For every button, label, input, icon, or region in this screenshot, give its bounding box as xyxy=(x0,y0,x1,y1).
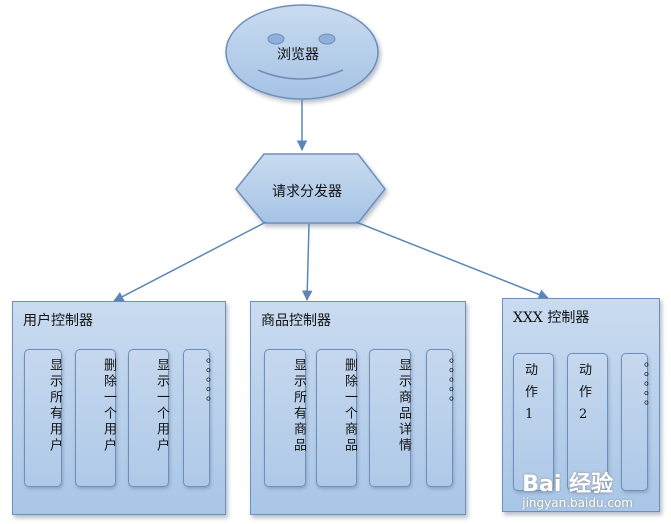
browser-label: 浏览器 xyxy=(277,47,319,63)
user-controller-box: 用户控制器 显示所有用户 删除一个用户 显示一个用户 。。。。。 xyxy=(12,301,226,515)
right-eye-icon xyxy=(318,33,336,45)
arrow-dispatcher-to-xxx-controller xyxy=(355,221,549,300)
action-2: 动作2 xyxy=(567,353,608,491)
arrow-dispatcher-to-user-controller xyxy=(113,221,267,302)
arrow-dispatcher-to-product-controller xyxy=(302,223,313,302)
action-1: 动作1 xyxy=(513,353,554,491)
watermark-url: jingyan.baidu.com xyxy=(522,496,633,510)
browser-node xyxy=(225,4,379,100)
action-more-user: 。。。。。 xyxy=(183,349,210,487)
action-show-all-users: 显示所有用户 xyxy=(24,349,62,487)
action-delete-product: 删除一个商品 xyxy=(316,349,357,487)
action-delete-user: 删除一个用户 xyxy=(75,349,116,487)
baidu-watermark: Bai 经验 jingyan.baidu.com xyxy=(522,466,633,510)
dispatcher-label: 请求分发器 xyxy=(272,184,342,200)
smile-icon xyxy=(257,69,344,80)
action-more-product: 。。。。。 xyxy=(426,349,453,487)
watermark-logo: Bai 经验 xyxy=(522,472,614,497)
user-controller-title: 用户控制器 xyxy=(23,313,93,329)
product-controller-title: 商品控制器 xyxy=(261,313,331,329)
browser-ellipse xyxy=(225,4,379,100)
left-eye-icon xyxy=(267,33,285,45)
action-show-one-user: 显示一个用户 xyxy=(128,349,169,487)
xxx-controller-box: XXX 控制器 动作1 动作2 。。。。。 xyxy=(502,298,660,512)
action-show-product-detail: 显示商品详情 xyxy=(369,349,411,487)
product-controller-box: 商品控制器 显示所有商品 删除一个商品 显示商品详情 。。。。。 xyxy=(250,301,466,515)
action-more-xxx: 。。。。。 xyxy=(621,353,648,491)
xxx-controller-title: XXX 控制器 xyxy=(513,310,590,326)
action-show-all-products: 显示所有商品 xyxy=(264,349,306,487)
